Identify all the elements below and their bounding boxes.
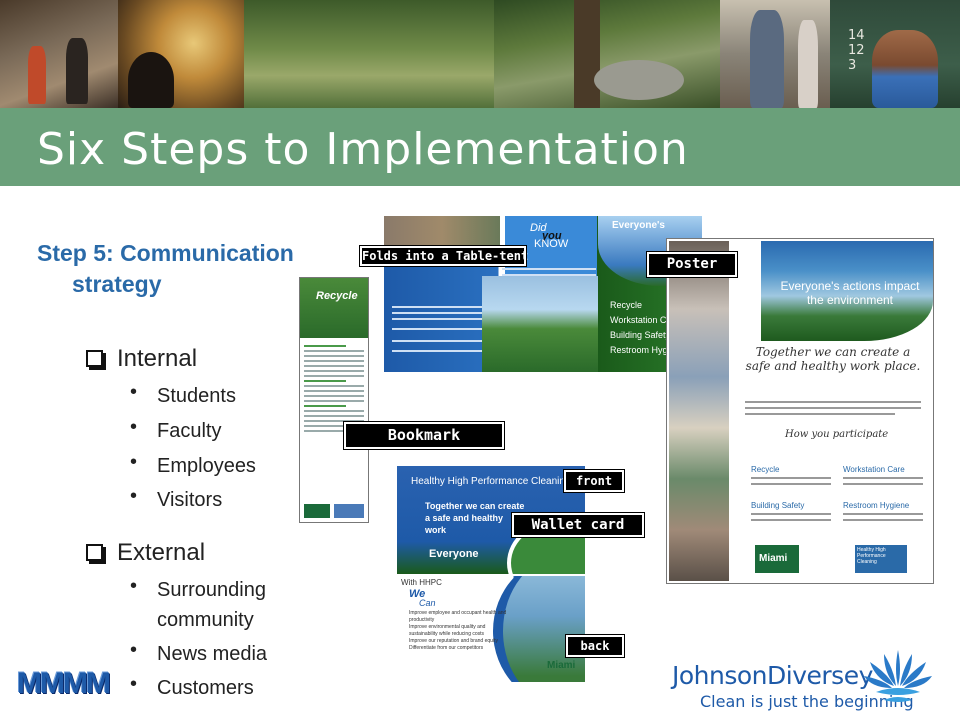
external-group-heading: External [86, 539, 205, 567]
callout-back: back [565, 634, 625, 658]
tent-you: you [542, 230, 562, 242]
banner-photo-dome [118, 0, 244, 108]
checkbox-bullet-icon [86, 350, 103, 367]
poster-section-2: Workstation Care [843, 465, 905, 474]
list-item: Customers [130, 673, 254, 703]
wallet-back-with: With HHPC [401, 578, 442, 587]
wallet-back-logo: Miami [547, 660, 576, 671]
bookmark-header: Recycle [300, 278, 368, 338]
mmmm-logo: MMMM [17, 667, 111, 700]
poster-how: How you participate [785, 429, 889, 440]
wallet-card-back-image: With HHPC We Can Improve employee and oc… [397, 576, 585, 682]
bookmark-image: Recycle [299, 277, 369, 523]
poster-section-1: Recycle [751, 465, 780, 474]
wallet-front-title: Healthy High Performance Cleaning [411, 476, 571, 487]
list-item: Employees [130, 451, 256, 481]
list-item: Faculty [130, 416, 221, 446]
callout-table-tent: Folds into a Table-tent [359, 245, 528, 267]
list-item: Surrounding community [130, 575, 266, 635]
wallet-back-can: Can [419, 598, 436, 608]
chalkboard-numbers: 14 12 3 [848, 28, 865, 73]
slide-title: Six Steps to Implementation [37, 124, 689, 175]
poster-section-3: Building Safety [751, 501, 805, 510]
wallet-back-we: We [409, 588, 426, 600]
internal-heading-label: Internal [117, 345, 198, 372]
tent-right-heading: Everyone's [612, 220, 665, 231]
list-item: Visitors [130, 485, 222, 515]
banner-photo-forest-path [494, 0, 720, 108]
internal-group-heading: Internal [86, 345, 197, 373]
lotus-logo-icon [864, 650, 932, 702]
bookmark-title: Recycle [316, 290, 358, 302]
step-heading: Step 5: Communication strategy [37, 238, 367, 300]
step-heading-line2: strategy [72, 271, 162, 297]
callout-wallet-card: Wallet card [511, 512, 645, 538]
banner-photo-child-and-worker [720, 0, 830, 108]
photo-banner: 14 12 3 [0, 0, 960, 108]
poster-headline: Everyone's actions impact the environmen… [780, 279, 920, 307]
callout-bookmark: Bookmark [343, 421, 505, 450]
checkbox-bullet-icon [86, 544, 103, 561]
poster-image: Everyone's actions impact the environmen… [666, 238, 934, 584]
poster-logo-miami: Miami [755, 545, 799, 573]
list-item: News media [130, 639, 267, 669]
banner-photo-forest [244, 0, 494, 108]
title-band [0, 108, 960, 186]
poster-section-4: Restroom Hygiene [843, 501, 910, 510]
external-heading-label: External [117, 539, 206, 566]
callout-front: front [563, 469, 625, 493]
wallet-back-lines: Improve employee and occupant health and… [409, 610, 507, 651]
johnsondiversey-tagline: Clean is just the beginning [700, 692, 914, 711]
banner-photo-student-chalkboard: 14 12 3 [830, 0, 960, 108]
list-item: Students [130, 381, 236, 411]
callout-poster: Poster [646, 251, 738, 278]
johnsondiversey-wordmark: JohnsonDiversey [672, 661, 873, 690]
banner-photo-people-walking [0, 0, 118, 108]
poster-subhead: Together we can create a safe and health… [745, 345, 921, 373]
poster-logo-hhpc: Healthy High Performance Cleaning [855, 545, 907, 573]
tent-did: Did [530, 222, 547, 234]
table-tent-image: Did you KNOW Everyone's Recycle Workstat… [384, 216, 702, 372]
wallet-front-everyone: Everyone [429, 548, 479, 560]
step-heading-line1: Step 5: Communication [37, 240, 294, 266]
wallet-front-body: Together we can create a safe and health… [425, 501, 525, 535]
tent-items: Recycle Workstation Care Building Safety… [610, 300, 685, 355]
tent-know: KNOW [534, 238, 569, 250]
